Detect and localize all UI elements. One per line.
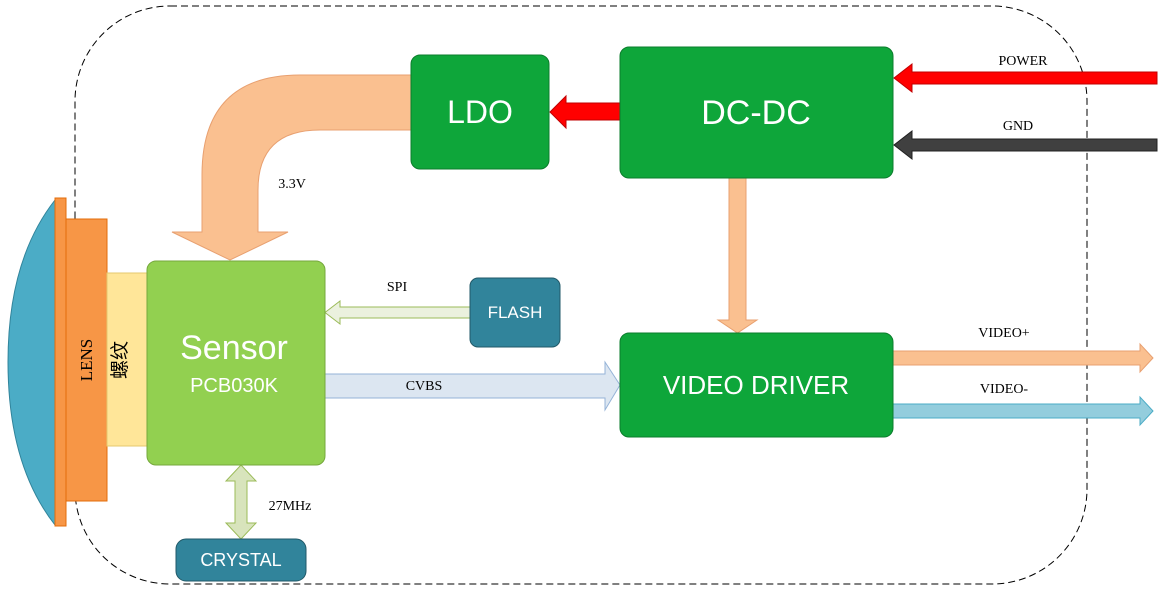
- spi-arrow: [324, 299, 471, 326]
- power-label: POWER: [999, 54, 1049, 69]
- housing-outline: [74, 5, 1088, 585]
- dcdc-block[interactable]: [619, 46, 894, 179]
- crystal-block[interactable]: [175, 538, 307, 582]
- sensor-label: Sensor: [180, 329, 288, 367]
- sensor-model-label: PCB030K: [190, 375, 278, 397]
- video-driver-block[interactable]: [619, 332, 894, 438]
- clock-label: 27MHz: [269, 499, 312, 514]
- spi-label: SPI: [387, 280, 408, 295]
- lens-barrel[interactable]: [65, 218, 108, 502]
- supply-3v3-arrow: [171, 74, 413, 261]
- ldo-label: LDO: [447, 94, 513, 130]
- flash-label: FLASH: [488, 303, 543, 322]
- gnd-label: GND: [1003, 119, 1033, 134]
- video-driver-label: VIDEO DRIVER: [663, 370, 849, 400]
- lens-flange: [54, 197, 67, 527]
- power-input-arrow: [893, 62, 1158, 94]
- ldo-block[interactable]: [410, 54, 550, 170]
- cvbs-label: CVBS: [406, 379, 443, 394]
- gnd-input-arrow: [893, 129, 1158, 161]
- video-minus-arrow: [892, 395, 1154, 427]
- flash-block[interactable]: [469, 277, 561, 348]
- sensor-block[interactable]: [146, 260, 326, 466]
- crystal-label: CRYSTAL: [200, 550, 281, 570]
- dcdc-to-ldo-arrow: [549, 94, 621, 130]
- dcdc-label: DC-DC: [701, 94, 811, 132]
- video-minus-label: VIDEO-: [980, 382, 1029, 397]
- voltage-label: 3.3V: [278, 177, 306, 192]
- dcdc-to-driver-arrow: [716, 177, 759, 334]
- video-plus-arrow: [892, 342, 1154, 374]
- lens-dome: [7, 198, 56, 527]
- video-plus-label: VIDEO+: [978, 326, 1030, 341]
- lens-label: LENS: [77, 339, 96, 382]
- thread-mount[interactable]: [106, 272, 148, 447]
- cvbs-arrow: [324, 360, 621, 412]
- clock-double-arrow: [224, 464, 258, 540]
- thread-label: 螺纹: [109, 341, 131, 379]
